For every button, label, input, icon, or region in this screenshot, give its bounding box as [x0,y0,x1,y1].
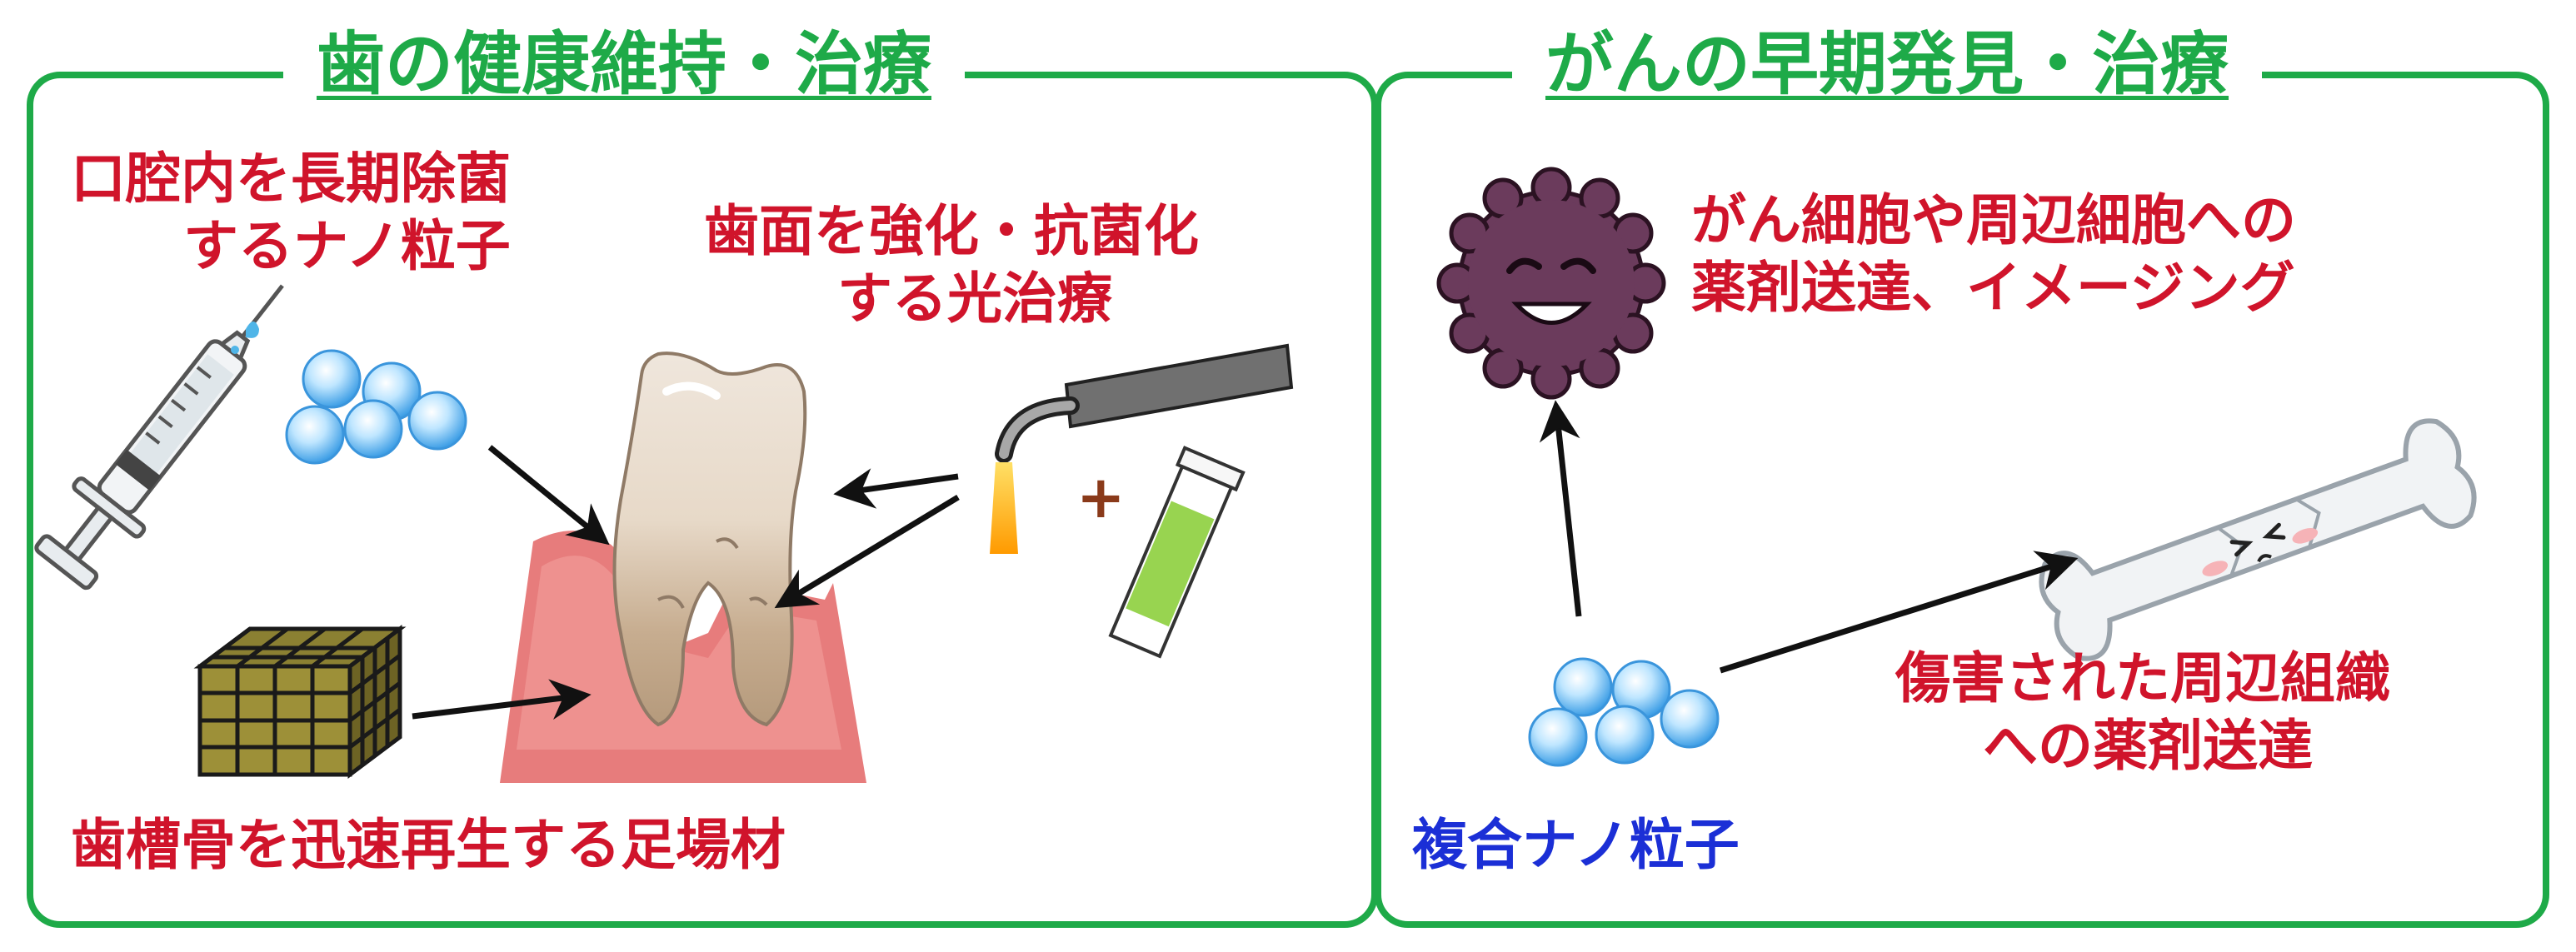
scaffold-cube-icon [193,625,407,779]
tissue-caption-line1: 傷害された周辺組織 [1895,646,2390,710]
arrow-nanoparticle-to-tooth [487,445,610,546]
cancer-caption: がん細胞や周辺細胞への 薬剤送達、イメージング [1691,187,2296,321]
bone-icon [2039,418,2477,661]
tissue-caption-line2: への薬剤送達 [1983,713,2313,778]
nanoparticle-caption-line1: 口腔内を長期除菌 [71,147,511,211]
light-therapy-caption-line2: する光治療 [837,266,1112,331]
paste-tube-icon [1108,446,1246,659]
arrow-nanoparticle-to-bone [1719,551,2079,674]
cancer-cell-icon [1436,167,1666,400]
nanoparticle-caption-line2: するナノ粒子 [183,213,511,278]
cancer-caption-line1: がん細胞や周辺細胞への [1691,188,2296,252]
right-arrows [1539,400,2079,674]
tissue-caption: 傷害された周辺組織 への薬剤送達 [1895,645,2390,780]
cancer-caption-line2: 薬剤送達、イメージング [1691,255,2295,320]
left-panel-title: 歯の健康維持・治療 [283,23,966,107]
left-arrows [412,445,960,720]
arrow-light-to-tooth-2 [774,495,960,609]
tooth-icon [612,351,807,727]
dental-light-icon [990,343,1294,554]
light-therapy-caption-line1: 歯面を強化・抗菌化 [704,199,1199,263]
light-therapy-caption: 歯面を強化・抗菌化 する光治療 [704,198,1199,332]
nanoparticle-cluster-icon [285,349,467,465]
composite-nanoparticle-caption: 複合ナノ粒子 [1412,813,1740,877]
plus-sign: + [1076,463,1126,531]
right-panel-title: がんの早期発見・治療 [1512,23,2263,107]
arrow-light-to-tooth-1 [833,468,959,509]
nanoparticle-caption: 口腔内を長期除菌 するナノ粒子 [71,146,511,280]
arrow-scaffold-to-gum [412,679,592,720]
syringe-icon [34,284,284,591]
composite-nanoparticle-icon [1528,657,1720,767]
arrow-nanoparticle-to-cancer [1539,400,1582,617]
scaffold-caption: 歯槽骨を迅速再生する足場材 [71,813,786,877]
